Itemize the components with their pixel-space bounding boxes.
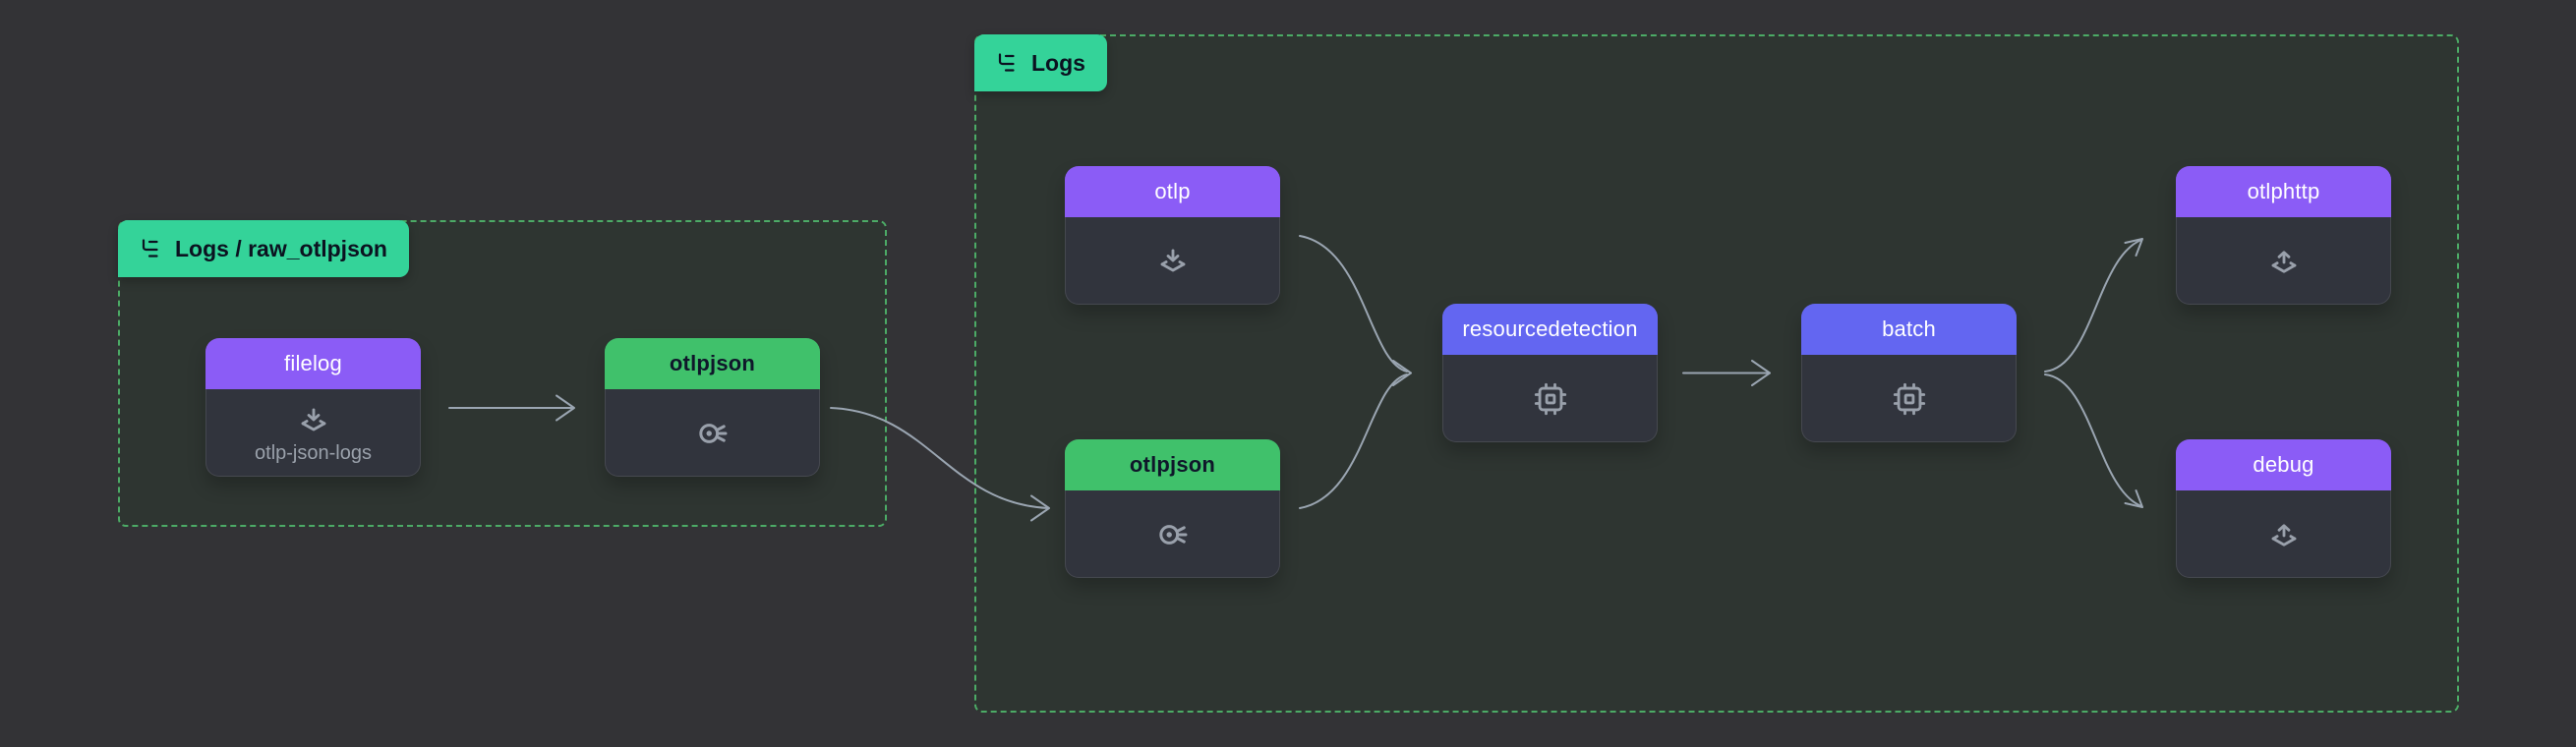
node-title: otlphttp (2176, 166, 2391, 217)
connector-icon (1154, 516, 1192, 553)
cpu-icon (1892, 381, 1927, 417)
list-tree-icon (996, 51, 1020, 75)
node-otlp[interactable]: otlp (1065, 166, 1280, 305)
connector-icon (694, 415, 732, 452)
node-title: otlpjson (605, 338, 820, 389)
node-body (2176, 490, 2391, 578)
receiver-icon (1155, 244, 1191, 279)
node-filelog[interactable]: filelog otlp-json-logs (205, 338, 421, 477)
node-body (1065, 217, 1280, 305)
node-title: otlpjson (1065, 439, 1280, 490)
node-body (1065, 490, 1280, 578)
exporter-icon (2266, 244, 2302, 279)
node-otlpjson-logs[interactable]: otlpjson (1065, 439, 1280, 578)
node-title: debug (2176, 439, 2391, 490)
group-label-text: Logs / raw_otlpjson (175, 235, 387, 261)
group-label-raw-otlpjson: Logs / raw_otlpjson (118, 220, 409, 277)
pipeline-group-logs: Logs (974, 34, 2459, 713)
node-otlpjson-raw[interactable]: otlpjson (605, 338, 820, 477)
node-title: otlp (1065, 166, 1280, 217)
node-body: otlp-json-logs (205, 389, 421, 477)
node-title: filelog (205, 338, 421, 389)
cpu-icon (1533, 381, 1568, 417)
list-tree-icon (140, 237, 163, 260)
node-otlphttp[interactable]: otlphttp (2176, 166, 2391, 305)
node-title: resourcedetection (1442, 304, 1658, 355)
node-title: batch (1801, 304, 2017, 355)
node-body (1801, 355, 2017, 442)
node-batch[interactable]: batch (1801, 304, 2017, 442)
group-label-text: Logs (1031, 49, 1085, 76)
exporter-icon (2266, 517, 2302, 552)
receiver-icon (296, 403, 331, 438)
group-label-logs: Logs (974, 34, 1107, 91)
node-debug[interactable]: debug (2176, 439, 2391, 578)
node-subtitle: otlp-json-logs (255, 442, 372, 464)
node-resourcedetection[interactable]: resourcedetection (1442, 304, 1658, 442)
node-body (1442, 355, 1658, 442)
node-body (2176, 217, 2391, 305)
node-body (605, 389, 820, 477)
